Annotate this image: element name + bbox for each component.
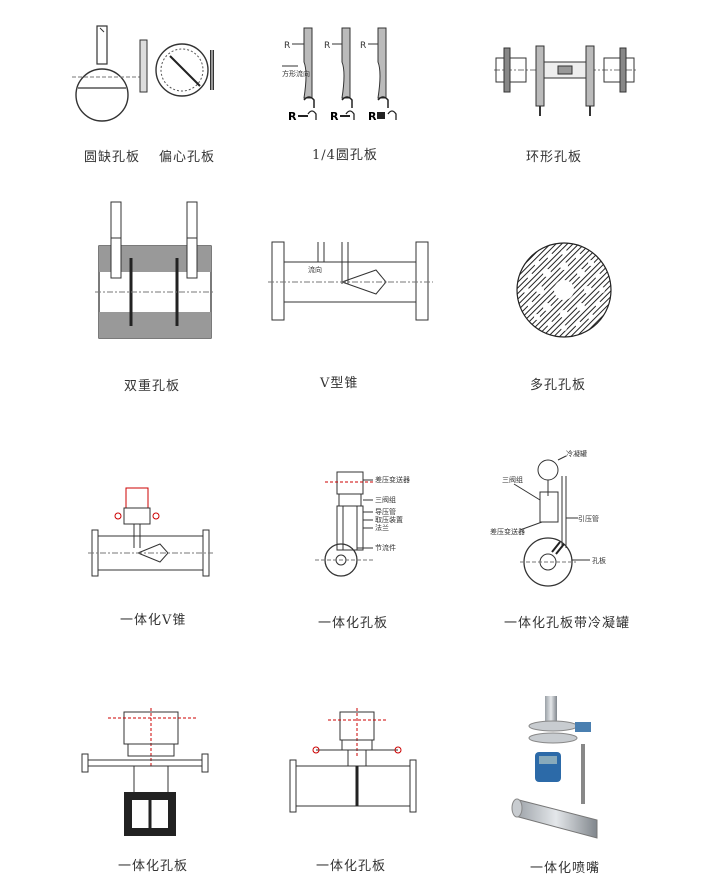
- annular-orifice-figure: [490, 40, 640, 120]
- quarter-circle-orifice-figure: R R R 方形流向 R R R: [278, 22, 413, 127]
- label-impulse-tube: 导压管: [375, 507, 396, 516]
- caption-condenser-orifice: 一体化孔板带冷凝罐: [504, 616, 631, 631]
- segmental-orifice-figure: [70, 20, 160, 130]
- label-tapping: 取压装置: [375, 515, 403, 524]
- double-orifice-drawing: [95, 201, 215, 339]
- integrated-orifice-3-figure: [288, 708, 418, 816]
- integrated-orifice-2-figure: [78, 708, 213, 846]
- flow-direction-note: 方形流向: [282, 69, 310, 78]
- label-throttle: 节流件: [375, 543, 396, 552]
- r-mark-3: R: [368, 110, 377, 123]
- caption-integrated-orifice-2: 一体化孔板: [118, 859, 189, 874]
- flow-note: 流向: [308, 265, 322, 274]
- caption-v-cone: V型锥: [320, 376, 359, 391]
- integrated-nozzle-photo: [505, 692, 615, 842]
- v-cone-figure: 流向: [268, 236, 433, 326]
- r-label-1: R: [284, 41, 290, 51]
- eccentric-orifice-drawing: [139, 39, 214, 97]
- integrated-v-cone-figure: [88, 486, 213, 586]
- condenser-orifice-figure: 冷凝罐 三阀组 引压管 差压变送器 孔板: [480, 448, 640, 588]
- label-pressure-tube: 引压管: [578, 514, 599, 523]
- label-orifice: 孔板: [592, 556, 606, 565]
- caption-integrated-orifice-3: 一体化孔板: [316, 859, 387, 874]
- caption-segmental-orifice: 圆缺孔板: [84, 150, 141, 165]
- quarter-circle-orifice-drawing: R R R 方形流向 R R R: [282, 27, 397, 123]
- r-mark-1: R: [288, 110, 297, 123]
- integrated-orifice-3-drawing: [289, 708, 417, 813]
- eccentric-orifice-figure: [130, 30, 230, 120]
- double-orifice-figure: [95, 198, 215, 346]
- label-dp-transmitter: 差压变送器: [375, 475, 410, 484]
- label-three-valve: 三阀组: [375, 495, 396, 504]
- integrated-orifice-drawing: 差压变送器 三阀组 导压管 取压装置 法兰 节流件: [315, 471, 410, 577]
- caption-integrated-nozzle: 一体化喷嘴: [530, 861, 601, 876]
- caption-double-orifice: 双重孔板: [124, 379, 181, 394]
- label-condenser: 冷凝罐: [566, 449, 587, 458]
- caption-integrated-v-cone: 一体化V锥: [120, 613, 187, 628]
- r-mark-2: R: [330, 110, 339, 123]
- condenser-orifice-drawing: 冷凝罐 三阀组 引压管 差压变送器 孔板: [490, 449, 606, 587]
- v-cone-drawing: 流向: [268, 241, 433, 321]
- label-flange: 法兰: [375, 523, 389, 532]
- integrated-v-cone-drawing: [88, 487, 213, 577]
- caption-integrated-orifice-1: 一体化孔板: [318, 616, 389, 631]
- label-dp-transmitter-2: 差压变送器: [490, 527, 525, 536]
- integrated-nozzle-drawing: [511, 696, 598, 839]
- caption-annular-orifice: 环形孔板: [526, 150, 583, 165]
- r-label-2: R: [324, 41, 330, 51]
- segmental-orifice-drawing: [72, 25, 140, 122]
- caption-quarter-circle-orifice: 1/4圆孔板: [312, 148, 378, 163]
- multi-hole-orifice-drawing: [516, 242, 612, 338]
- integrated-orifice-figure: 差压变送器 三阀组 导压管 取压装置 法兰 节流件: [315, 468, 430, 586]
- multi-hole-orifice-figure: [514, 240, 614, 340]
- caption-multi-hole-orifice: 多孔孔板: [530, 378, 587, 393]
- annular-orifice-drawing: [494, 45, 636, 116]
- integrated-orifice-2-drawing: [81, 708, 209, 836]
- r-label-3: R: [360, 41, 366, 51]
- label-three-valve-set: 三阀组: [502, 475, 523, 484]
- caption-eccentric-orifice: 偏心孔板: [159, 150, 216, 165]
